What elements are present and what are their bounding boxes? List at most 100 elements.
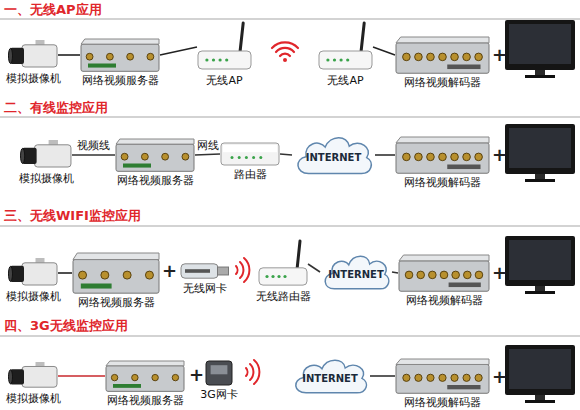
status-light xyxy=(212,58,215,61)
bnc-port xyxy=(141,153,148,160)
device-label: 网络视频服务器 xyxy=(78,296,155,309)
monitor-neck xyxy=(535,286,545,291)
bnc-port xyxy=(475,271,483,279)
video-decoder-device: 网络视频解码器 xyxy=(395,358,490,394)
device-label: 网络视频解码器 xyxy=(404,176,481,189)
bnc-port xyxy=(152,374,158,380)
device-icon xyxy=(398,254,490,292)
bnc-port xyxy=(451,153,459,161)
antenna xyxy=(297,241,300,270)
device-label: 模拟摄像机 xyxy=(19,172,74,185)
monitor-base xyxy=(525,75,555,78)
cloud-text: INTERNET xyxy=(290,356,370,396)
device-icon xyxy=(20,140,72,170)
monitor-frame xyxy=(505,236,575,286)
header-underline xyxy=(0,116,580,118)
bnc-port xyxy=(440,271,448,279)
wifi-arc xyxy=(276,48,294,52)
router-device: 路由器 xyxy=(220,142,280,166)
chassis-top xyxy=(399,255,489,261)
device-label: 网络视频服务器 xyxy=(82,74,159,87)
port-strip xyxy=(447,65,480,70)
camera-device: 模拟摄像机 xyxy=(20,140,72,170)
device-label: 无线AP xyxy=(206,74,242,87)
internet-cloud: INTERNET xyxy=(292,133,375,177)
antenna xyxy=(240,23,243,53)
chassis-front xyxy=(73,260,159,294)
plus-sign: + xyxy=(162,262,177,280)
monitor-icon xyxy=(505,345,575,403)
video-decoder-device: 网络视频解码器 xyxy=(398,254,490,292)
connection-line xyxy=(160,47,197,55)
video-decoder-device: 网络视频解码器 xyxy=(395,136,490,174)
edge-label: 网线 xyxy=(197,138,219,153)
device-label: 网络视频服务器 xyxy=(107,394,184,407)
antenna xyxy=(361,23,364,53)
connection-line xyxy=(72,154,115,156)
camera-device: 模拟摄像机 xyxy=(8,40,58,70)
status-light xyxy=(271,275,274,278)
connection-line xyxy=(195,154,220,155)
bnc-port xyxy=(403,374,410,381)
connection-line xyxy=(373,47,395,55)
bnc-port xyxy=(475,53,483,61)
device-icon xyxy=(72,252,160,294)
cloud-text: INTERNET xyxy=(292,133,375,177)
bnc-port xyxy=(475,153,483,161)
router-base xyxy=(319,51,372,69)
wireless-waves xyxy=(236,258,249,282)
device-icon xyxy=(8,258,58,288)
video-server-device: 网络视频服务器 xyxy=(105,360,185,392)
bnc-port xyxy=(147,53,154,60)
monitor-icon xyxy=(505,20,575,78)
camera-device: 模拟摄像机 xyxy=(8,362,58,390)
status-light xyxy=(225,58,228,61)
wave-arc xyxy=(236,266,238,274)
camera-body xyxy=(22,45,57,67)
bnc-port xyxy=(403,53,411,61)
bnc-port xyxy=(182,153,189,160)
bnc-port xyxy=(451,53,459,61)
wave-arc xyxy=(246,368,248,376)
monitor-screen xyxy=(509,24,571,64)
device-label: 网络视频服务器 xyxy=(117,174,194,187)
video-server-device: 网络视频服务器 xyxy=(115,138,195,172)
port-strip xyxy=(447,385,480,389)
usb-body xyxy=(181,264,218,278)
bnc-port xyxy=(415,53,423,61)
monitor-screen xyxy=(509,128,571,168)
camera-body xyxy=(35,145,71,167)
wifi-arc xyxy=(272,42,298,48)
device-label: 3G网卡 xyxy=(200,388,238,401)
terminal-strip xyxy=(113,384,141,388)
chassis-front xyxy=(396,364,489,393)
router-base xyxy=(198,51,251,69)
device-icon xyxy=(197,22,252,72)
camera-lens-front xyxy=(9,266,13,281)
bnc-port xyxy=(439,153,447,161)
internet-cloud: INTERNET xyxy=(290,356,370,396)
bnc-port xyxy=(86,53,93,60)
connection-line xyxy=(308,264,320,272)
device-icon xyxy=(205,360,233,386)
wifi-dot xyxy=(283,58,287,62)
port-strip xyxy=(447,165,480,170)
chassis-front xyxy=(81,44,159,71)
bnc-port xyxy=(475,374,482,381)
monitor-neck xyxy=(535,70,545,75)
bnc-port xyxy=(403,153,411,161)
device-icon xyxy=(8,40,58,70)
bnc-port xyxy=(427,153,435,161)
internet-cloud: INTERNET xyxy=(320,252,392,292)
wireless-router-device: 无线路由器 xyxy=(258,240,308,288)
device-icon xyxy=(80,38,160,72)
device-label: 路由器 xyxy=(234,168,267,181)
camera-body xyxy=(22,366,57,387)
bnc-port xyxy=(427,374,434,381)
chassis-front xyxy=(106,366,184,392)
status-light xyxy=(340,58,343,61)
wireless-ap-device: 无线AP xyxy=(318,22,373,72)
connection-line xyxy=(58,375,105,377)
connection-line xyxy=(370,375,395,377)
